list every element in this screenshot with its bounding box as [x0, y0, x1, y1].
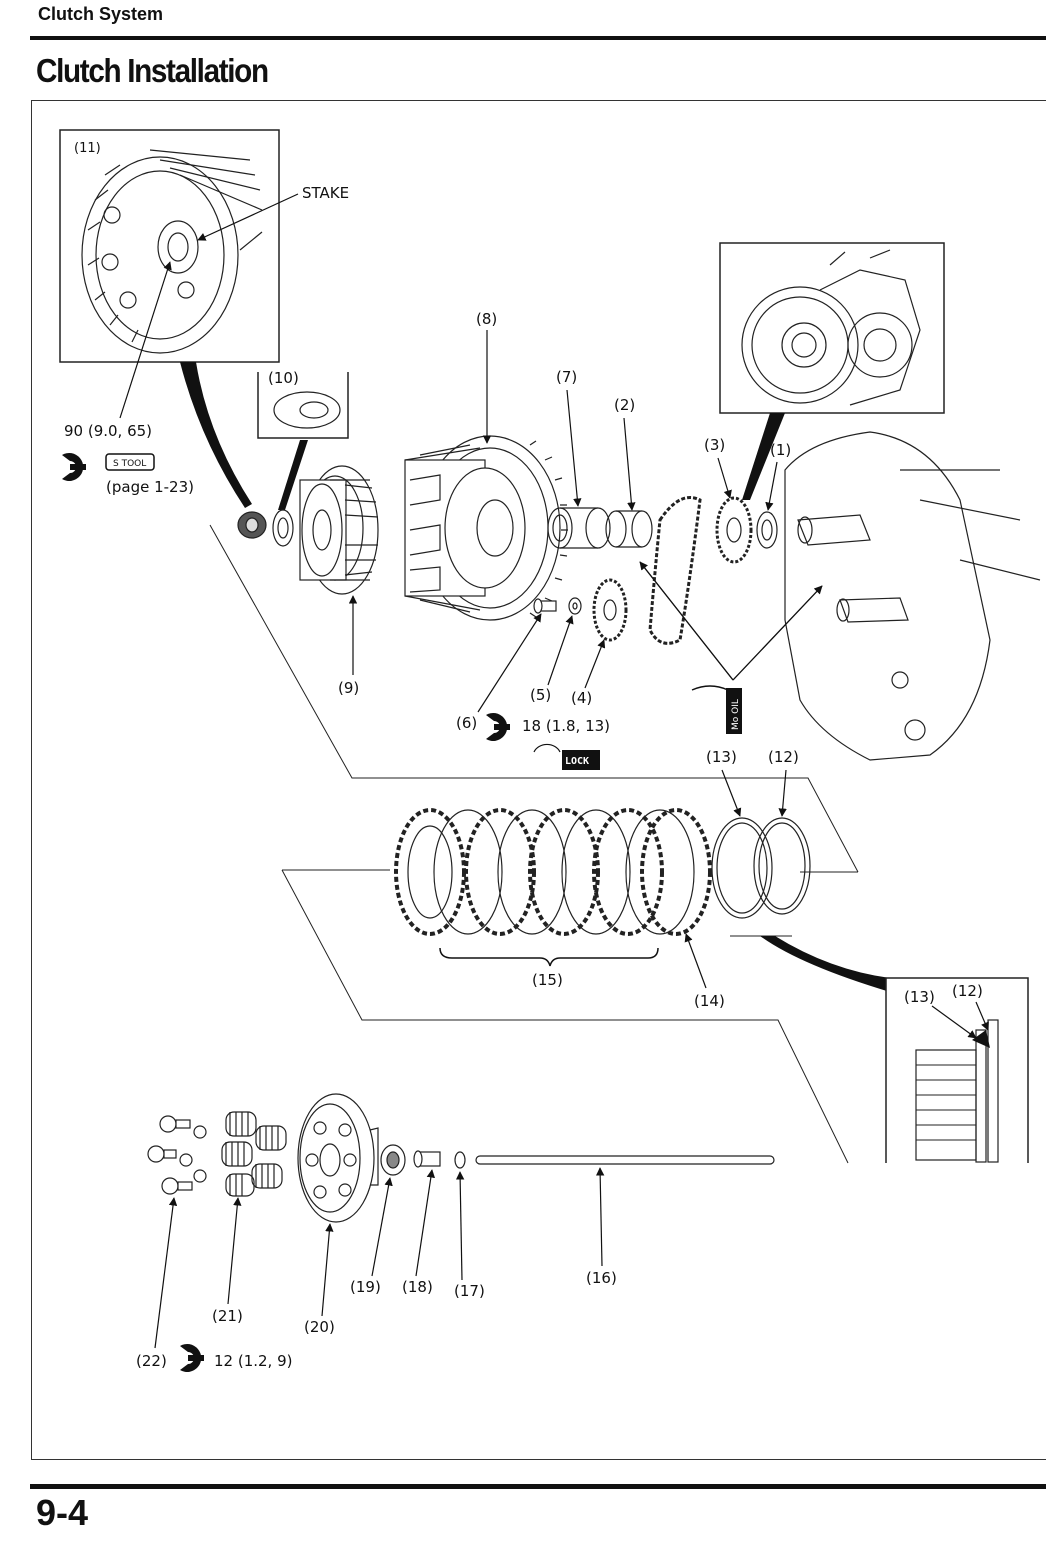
inset-callout-13: (13) [904, 988, 935, 1006]
torque-wrench-icon [62, 453, 86, 481]
clutch-plates-stack [396, 810, 710, 934]
stake-label: STAKE [302, 184, 349, 202]
callout-21: (21) [212, 1307, 243, 1325]
callout-16: (16) [586, 1269, 617, 1287]
callout-20: (20) [304, 1318, 335, 1336]
callout-12: (12) [768, 748, 799, 766]
callout-2: (2) [614, 396, 635, 414]
drive-sprocket-part [717, 498, 751, 562]
inset-callout-12: (12) [952, 982, 983, 1000]
pressure-plate-part [298, 1094, 378, 1222]
inset-clutch-on-engine [720, 243, 944, 413]
callout-10: (10) [268, 369, 299, 387]
callout-11: (11) [74, 141, 101, 156]
oil-pump-sprocket-part [594, 580, 626, 640]
callout-14: (14) [694, 992, 725, 1010]
inset-clutch-hub-stake [60, 130, 279, 362]
drive-chain-part [650, 498, 700, 644]
callout-8: (8) [476, 310, 497, 328]
judder-spring-part [754, 818, 810, 914]
plates-bracket [440, 948, 658, 966]
page-reference: (page 1-23) [106, 478, 194, 496]
callout-15: (15) [532, 971, 563, 989]
callout-3: (3) [704, 436, 725, 454]
washer-small-part [569, 598, 581, 614]
collar-part [606, 511, 652, 547]
lock-badge: LOCK [565, 756, 589, 767]
callout-1: (1) [770, 441, 791, 459]
lifter-rod-part [476, 1156, 774, 1164]
callout-4: (4) [571, 689, 592, 707]
callout-6: (6) [456, 714, 477, 732]
release-bearing-part [381, 1145, 405, 1175]
callout-18: (18) [402, 1278, 433, 1296]
callout-13: (13) [706, 748, 737, 766]
clutch-center-part [300, 466, 378, 594]
clutch-outer-part [405, 436, 568, 620]
thrust-washer-part [757, 512, 777, 548]
torque-bolt-spec: 18 (1.8, 13) [522, 717, 610, 735]
clutch-springs [222, 1112, 286, 1196]
torque-pressure-bolts-spec: 12 (1.2, 9) [214, 1352, 293, 1370]
callout-22: (22) [136, 1352, 167, 1370]
mo-oil-badge: Mo OIL [731, 699, 741, 730]
bolt-part [534, 599, 556, 613]
crankcase-cover-part [785, 432, 1040, 760]
callout-9: (9) [338, 679, 359, 697]
special-tool-badge: S TOOL [113, 459, 146, 469]
judder-spring-seat-part [712, 818, 772, 918]
callout-5: (5) [530, 686, 551, 704]
needle-bearing-part [548, 508, 610, 548]
torque-main-spec: 90 (9.0, 65) [64, 422, 152, 440]
callout-19: (19) [350, 1278, 381, 1296]
washer-part [273, 510, 293, 546]
lifter-piece-part [414, 1151, 440, 1167]
pressure-plate-bolts [148, 1116, 206, 1194]
torque-wrench-icon-bottom [180, 1344, 204, 1372]
lock-nut-part [238, 512, 266, 538]
torque-wrench-icon-bolt [486, 713, 510, 741]
callout-17: (17) [454, 1282, 485, 1300]
callout-7: (7) [556, 368, 577, 386]
retaining-ring-part [455, 1152, 465, 1168]
